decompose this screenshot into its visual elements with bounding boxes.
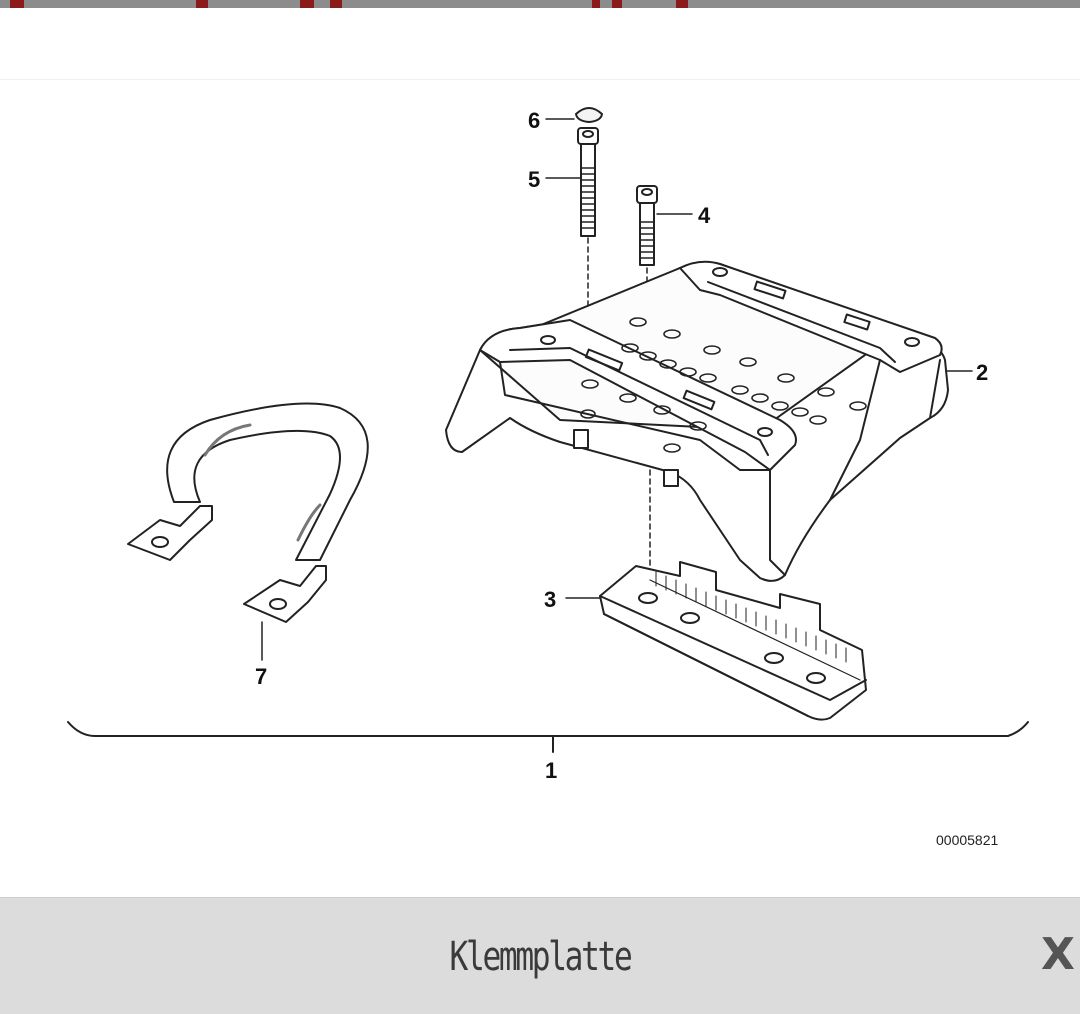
close-icon: X (1041, 929, 1075, 980)
header-accent-mark (592, 0, 600, 8)
header-separator (0, 79, 1080, 80)
bottom-caption-bar: Klemmplatte X (0, 897, 1080, 1014)
part-3-clamping-plate (599, 561, 867, 721)
header-accent-mark (196, 0, 208, 8)
part-7-strap-handle (127, 402, 369, 623)
part-4-bolt (636, 185, 658, 266)
callout-2: 2 (976, 360, 988, 385)
header-accent-mark (612, 0, 622, 8)
drawing-code: 00005821 (936, 832, 999, 848)
part-title: Klemmplatte (449, 934, 633, 980)
callout-1: 1 (545, 758, 557, 783)
part-6-cap (575, 107, 603, 123)
part-2-luggage-rack (445, 260, 949, 582)
header-accent-mark (10, 0, 24, 8)
parts-diagram-svg: 6 5 4 2 3 7 1 00005821 (67, 107, 1029, 848)
callout-4: 4 (698, 203, 711, 228)
header-accent-mark (300, 0, 314, 8)
part-5-long-bolt (577, 127, 599, 237)
callout-5: 5 (528, 167, 540, 192)
close-button[interactable]: X (1038, 932, 1078, 978)
callout-3: 3 (544, 587, 556, 612)
callout-6: 6 (528, 108, 540, 133)
header-accent-mark (676, 0, 688, 8)
assembly-bracket (67, 721, 1029, 737)
top-header-strip (0, 0, 1080, 8)
callout-7: 7 (255, 664, 267, 689)
header-accent-mark (330, 0, 342, 8)
parts-diagram: 6 5 4 2 3 7 1 00005821 (0, 80, 1080, 896)
